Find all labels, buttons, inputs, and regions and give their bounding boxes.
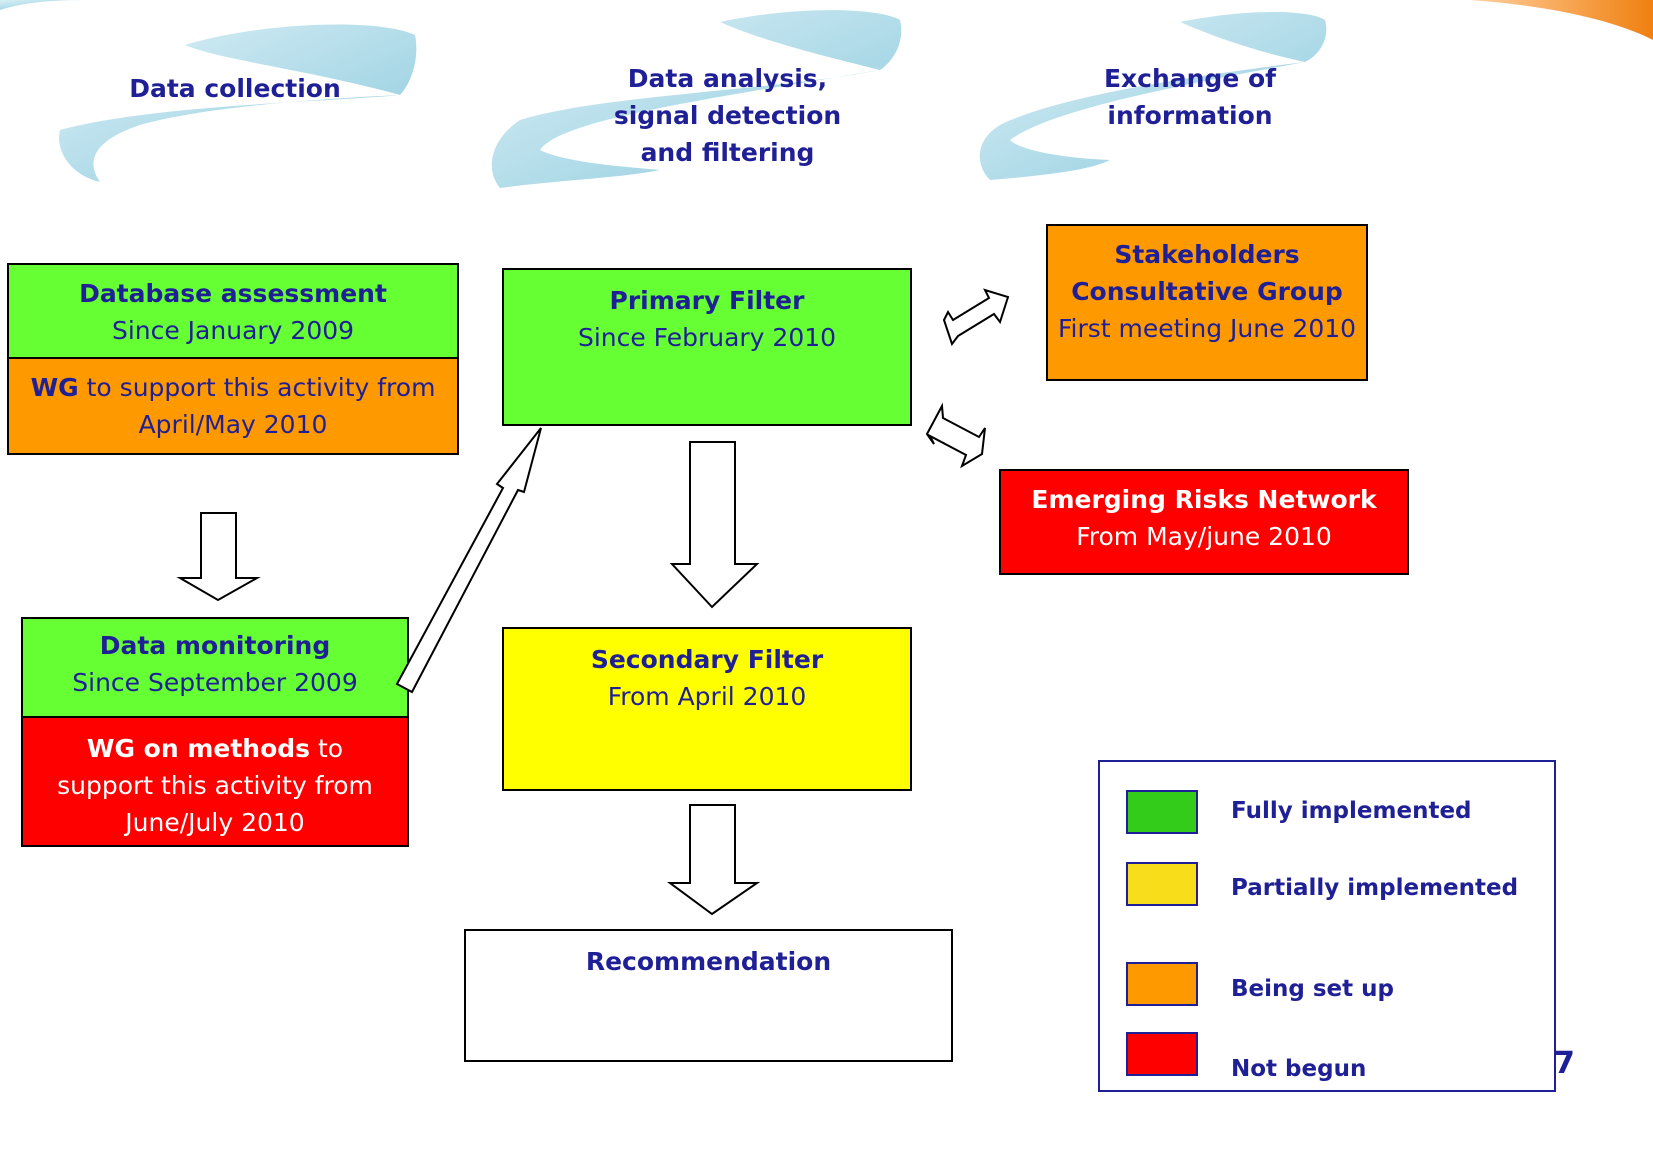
secondary-filter-status: From April 2010: [607, 682, 807, 711]
recommendation-title: Recommendation: [585, 947, 832, 976]
monitoring-wg-box: WG on methods to support this activity f…: [21, 716, 409, 847]
primary-filter-box: Primary Filter Since February 2010: [502, 268, 912, 426]
stakeholders-box: Stakeholders Consultative Group First me…: [1046, 224, 1368, 381]
stakeholders-status: First meeting June 2010: [1057, 314, 1357, 343]
top-right-orange-swoosh: [1470, 0, 1653, 40]
database-assessment-status: Since January 2009: [111, 316, 355, 345]
double-arrow-primary-stakeholders: [942, 288, 1010, 347]
stage-heading-exchange: Exchange of information: [1103, 64, 1277, 130]
legend-swatch-being-set-up: [1126, 962, 1198, 1006]
legend-swatch-fully: [1126, 790, 1198, 834]
legend-swatch-partially: [1126, 862, 1198, 906]
monitoring-wg-bold: WG on methods: [86, 734, 311, 763]
background-swooshes: [0, 0, 1653, 188]
double-arrow-primary-emerging: [925, 402, 986, 469]
primary-filter-status: Since February 2010: [577, 323, 837, 352]
legend-label-not-begun: Not begun: [1231, 1056, 1367, 1082]
database-assessment-title: Database assessment: [79, 279, 387, 308]
legend-label-being-set-up: Being set up: [1231, 976, 1394, 1002]
secondary-filter-box: Secondary Filter From April 2010: [502, 627, 912, 791]
emerging-risks-box: Emerging Risks Network From May/june 201…: [999, 469, 1409, 575]
emerging-risks-title: Emerging Risks Network: [1031, 485, 1377, 514]
stage-heading-data-analysis: Data analysis, signal detection and filt…: [613, 64, 842, 167]
stage1-swoosh: [59, 24, 417, 182]
top-left-swoosh: [0, 0, 90, 10]
legend-label-partially: Partially implemented: [1231, 875, 1519, 901]
database-assessment-box: Database assessment Since January 2009: [7, 263, 459, 359]
down-arrow-assessment-to-monitoring: [176, 512, 261, 602]
monitoring-wg-text: to support this activity from June/July …: [57, 734, 373, 837]
data-monitoring-title: Data monitoring: [99, 631, 331, 660]
page-number: 7: [1554, 1046, 1574, 1081]
stakeholders-title: Stakeholders Consultative Group: [1071, 240, 1343, 306]
legend-swatch-not-begun: [1126, 1032, 1198, 1076]
stage3-swoosh: [979, 12, 1327, 180]
database-wg-bold: WG: [30, 373, 79, 402]
recommendation-box: Recommendation: [464, 929, 953, 1062]
primary-filter-title: Primary Filter: [609, 286, 805, 315]
data-monitoring-box: Data monitoring Since September 2009: [21, 617, 409, 718]
data-monitoring-status: Since September 2009: [72, 668, 358, 697]
emerging-risks-status: From May/june 2010: [1076, 522, 1332, 551]
legend-label-fully: Fully implemented: [1231, 798, 1472, 824]
database-wg-box: WG to support this activity from April/M…: [7, 357, 459, 455]
stage2-swoosh: [491, 10, 902, 188]
stage-heading-data-collection: Data collection: [129, 74, 341, 103]
secondary-filter-title: Secondary Filter: [590, 645, 824, 674]
legend: Fully implemented Partially implemented …: [1098, 760, 1556, 1092]
down-arrow-primary-to-secondary: [669, 441, 760, 609]
down-arrow-secondary-to-recommendation: [666, 804, 761, 916]
database-wg-text: to support this activity from April/May …: [78, 373, 436, 439]
